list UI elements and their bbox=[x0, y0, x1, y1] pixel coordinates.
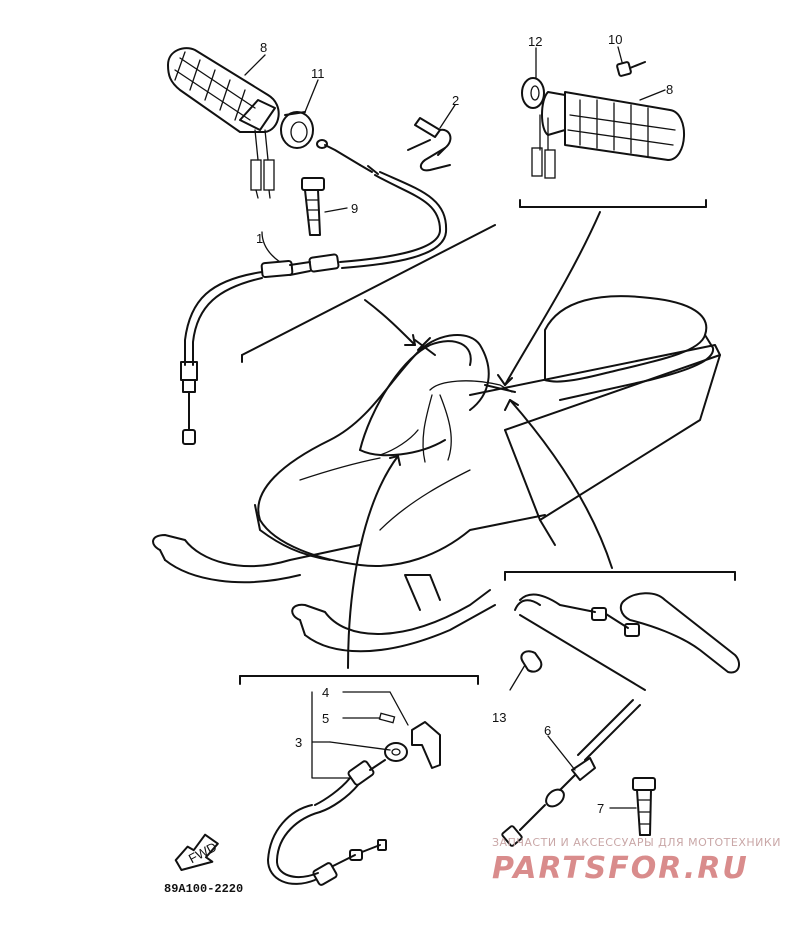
wire-clip bbox=[407, 117, 452, 172]
callout-10: 10 bbox=[608, 32, 622, 47]
cable-clamp bbox=[509, 650, 543, 691]
washer bbox=[521, 77, 545, 109]
left-grip-assembly bbox=[167, 47, 452, 445]
callout-5: 5 bbox=[322, 711, 329, 726]
callout-leaders bbox=[244, 46, 666, 809]
group-bracket-left bbox=[241, 224, 496, 356]
grip-left bbox=[167, 47, 280, 199]
forward-direction-arrow: FWD bbox=[174, 833, 219, 872]
throttle-cable bbox=[180, 139, 448, 445]
callout-8-right: 8 bbox=[666, 82, 673, 97]
cable-tie bbox=[301, 177, 325, 236]
callout-7: 7 bbox=[597, 801, 604, 816]
callout-12: 12 bbox=[528, 34, 542, 49]
callout-2: 2 bbox=[452, 93, 459, 108]
grip-right bbox=[531, 91, 685, 179]
pointer-arrow bbox=[509, 399, 613, 569]
pointer-arrow bbox=[364, 299, 416, 346]
pointer-arrow bbox=[504, 211, 601, 386]
brake-cable bbox=[501, 699, 641, 847]
band bbox=[632, 777, 656, 836]
watermark-tagline: ЗАПЧАСТИ И АКСЕССУАРЫ ДЛЯ МОТОТЕХНИКИ bbox=[492, 836, 781, 849]
pointer-arrow bbox=[347, 455, 399, 669]
callout-1: 1 bbox=[256, 231, 263, 246]
callout-11: 11 bbox=[311, 66, 325, 81]
callout-numbers: 8 11 2 9 1 12 10 8 4 5 3 13 6 7 bbox=[256, 32, 673, 816]
watermark-logo: PARTSFOR.RU bbox=[492, 851, 749, 886]
callout-3: 3 bbox=[295, 735, 302, 750]
watermark: ЗАПЧАСТИ И АКСЕССУАРЫ ДЛЯ МОТОТЕХНИКИ PA… bbox=[492, 836, 781, 886]
diagram-code: 89A100-2220 bbox=[164, 882, 243, 896]
snowmobile-illustration bbox=[152, 295, 721, 653]
callout-4: 4 bbox=[322, 685, 329, 700]
callout-13: 13 bbox=[492, 710, 506, 725]
grip-end-ring bbox=[280, 111, 314, 149]
brake-lever-assembly bbox=[514, 592, 741, 674]
screw bbox=[616, 61, 646, 77]
callout-9: 9 bbox=[351, 201, 358, 216]
callout-8-left: 8 bbox=[260, 40, 267, 55]
fwd-label: FWD bbox=[186, 839, 219, 866]
choke-lever-assembly bbox=[267, 712, 441, 886]
right-grip-assembly bbox=[521, 61, 685, 179]
callout-6: 6 bbox=[544, 723, 551, 738]
